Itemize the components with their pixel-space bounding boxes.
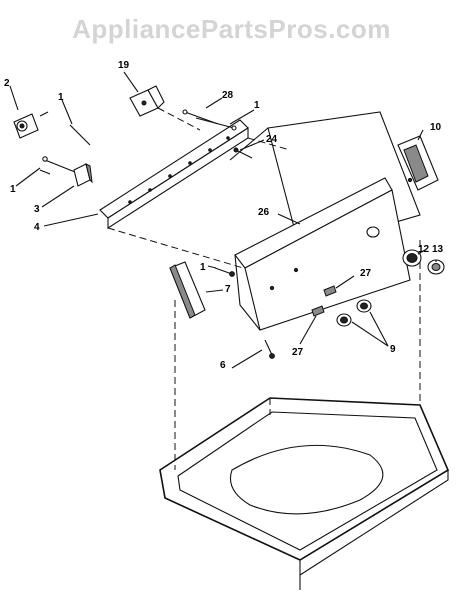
clip bbox=[73, 163, 93, 187]
callout-9: 9 bbox=[390, 344, 396, 355]
knob-assembly bbox=[402, 249, 445, 275]
callout-3: 3 bbox=[34, 204, 40, 215]
cabinet-top-outline bbox=[159, 397, 450, 590]
console-back-panel bbox=[229, 111, 421, 251]
callout-10: 10 bbox=[430, 122, 442, 133]
callout-19: 19 bbox=[118, 60, 130, 71]
callout-1-upper-right: 1 bbox=[254, 100, 260, 111]
callout-1-console: 1 bbox=[200, 262, 206, 273]
guide-line-brace bbox=[107, 227, 251, 271]
guide-line-brace-top bbox=[247, 137, 291, 151]
callout-28: 28 bbox=[222, 90, 234, 101]
knobs-9 bbox=[336, 299, 372, 327]
callout-7: 7 bbox=[225, 284, 231, 295]
callout-24: 24 bbox=[266, 134, 278, 145]
callout-12: 12 bbox=[418, 244, 430, 255]
callout-2: 2 bbox=[4, 78, 10, 89]
right-bracket bbox=[397, 135, 439, 191]
callout-27-upper: 27 bbox=[360, 268, 372, 279]
console-brace bbox=[99, 119, 249, 230]
left-bracket bbox=[13, 111, 49, 139]
screw-24 bbox=[233, 147, 253, 159]
callout-1-left: 1 bbox=[10, 184, 16, 195]
screws-28 bbox=[182, 109, 237, 131]
inserts-27 bbox=[311, 285, 337, 317]
end-cap bbox=[169, 261, 206, 319]
callout-13: 13 bbox=[432, 244, 444, 255]
callout-27-lower: 27 bbox=[292, 347, 304, 358]
screw-6 bbox=[264, 339, 275, 359]
callout-26: 26 bbox=[258, 207, 270, 218]
hinge-bracket bbox=[129, 85, 201, 131]
console-panel bbox=[234, 177, 411, 331]
callout-1-top: 1 bbox=[58, 92, 64, 103]
callout-6: 6 bbox=[220, 360, 226, 371]
callout-4: 4 bbox=[34, 222, 40, 233]
screw-console-left bbox=[214, 267, 235, 277]
leader-lines bbox=[9, 71, 437, 369]
